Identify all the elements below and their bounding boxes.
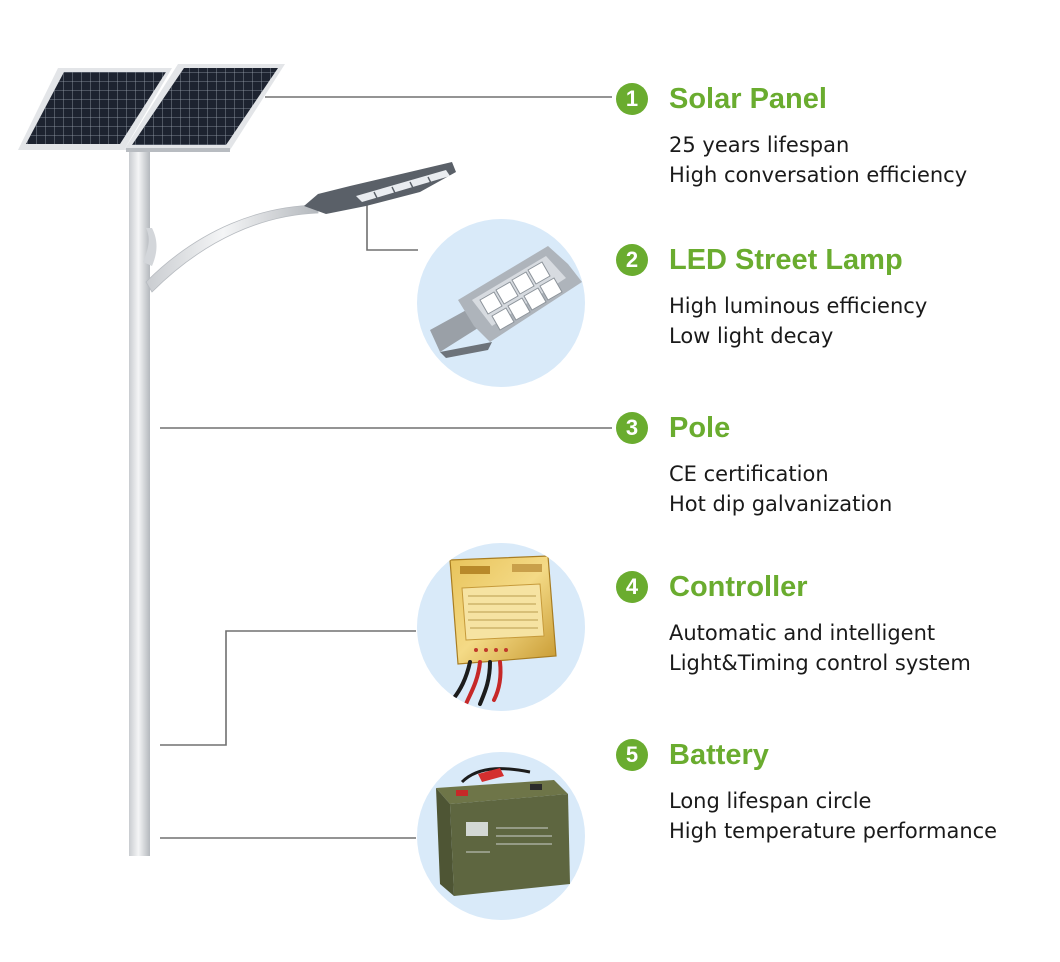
component-solar-panel: 1 Solar Panel 25 years lifespan High con… (616, 82, 1046, 190)
component-battery: 5 Battery Long lifespan circle High temp… (616, 738, 1046, 846)
lamp-head-illustration (304, 162, 456, 214)
battery-photo (417, 752, 585, 920)
step-number-badge: 4 (616, 571, 648, 603)
component-description: High luminous efficiency Low light decay (669, 291, 1046, 351)
description-line: High conversation efficiency (669, 163, 968, 187)
step-number-badge: 5 (616, 739, 648, 771)
leader-line-controller (160, 630, 416, 746)
component-title: Controller (669, 570, 808, 603)
pole-illustration (129, 148, 319, 856)
description-line: Long lifespan circle (669, 789, 872, 813)
step-number-badge: 2 (616, 244, 648, 276)
leader-line-lamp (366, 205, 418, 251)
street-lamp-illustration (417, 219, 585, 387)
controller-photo (417, 543, 585, 711)
component-description: Long lifespan circle High temperature pe… (669, 786, 1046, 846)
leader-lines (160, 96, 612, 839)
component-title: Solar Panel (669, 82, 827, 115)
component-description: CE certification Hot dip galvanization (669, 459, 1046, 519)
component-pole: 3 Pole CE certification Hot dip galvaniz… (616, 411, 1046, 519)
description-line: Automatic and intelligent (669, 621, 936, 645)
component-led-street-lamp: 2 LED Street Lamp High luminous efficien… (616, 243, 1046, 351)
component-title: LED Street Lamp (669, 243, 903, 276)
description-line: High temperature performance (669, 819, 998, 843)
description-line: CE certification (669, 462, 829, 486)
description-line: Hot dip galvanization (669, 492, 893, 516)
step-number-badge: 3 (616, 412, 648, 444)
component-controller: 4 Controller Automatic and intelligent L… (616, 570, 1046, 678)
component-description: Automatic and intelligent Light&Timing c… (669, 618, 1046, 678)
description-line: 25 years lifespan (669, 133, 850, 157)
solar-panel-illustration (18, 64, 285, 152)
component-description: 25 years lifespan High conversation effi… (669, 130, 1046, 190)
component-title: Pole (669, 411, 731, 444)
description-line: Low light decay (669, 324, 834, 348)
description-line: Light&Timing control system (669, 651, 971, 675)
component-title: Battery (669, 738, 769, 771)
description-line: High luminous efficiency (669, 294, 928, 318)
step-number-badge: 1 (616, 83, 648, 115)
